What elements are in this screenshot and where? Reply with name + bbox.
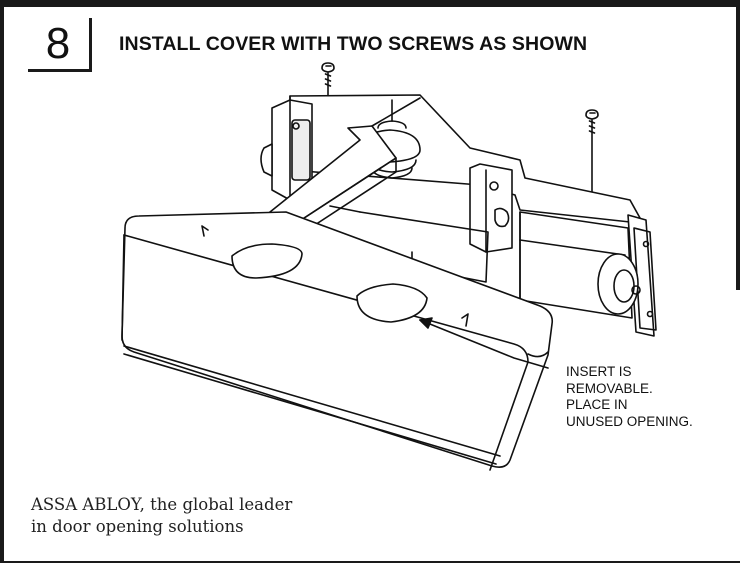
step-number: 8 <box>45 19 71 68</box>
door-closer-body-icon <box>260 94 657 337</box>
tagline-line: ASSA ABLOY, the global leader <box>31 495 293 514</box>
callout-line: INSERT IS <box>566 364 632 379</box>
callout-line: UNUSED OPENING. <box>566 413 693 429</box>
bottom-border <box>0 561 740 563</box>
tagline-line: in door opening solutions <box>31 517 244 536</box>
right-border <box>736 0 740 290</box>
cover-icon <box>121 211 554 471</box>
footer-tagline: ASSA ABLOY, the global leader in door op… <box>31 494 292 538</box>
step-number-box <box>28 18 92 72</box>
screw-icon <box>321 62 335 111</box>
screw-icon <box>585 109 599 206</box>
left-border <box>0 0 4 563</box>
callout-arrow <box>419 317 549 369</box>
step-title: INSTALL COVER WITH TWO SCREWS AS SHOWN <box>119 33 588 55</box>
callout-line: PLACE IN <box>566 397 628 412</box>
insert-callout: INSERT IS REMOVABLE. PLACE IN UNUSED OPE… <box>566 364 693 430</box>
callout-line: REMOVABLE. <box>566 380 653 396</box>
top-border <box>0 0 740 7</box>
